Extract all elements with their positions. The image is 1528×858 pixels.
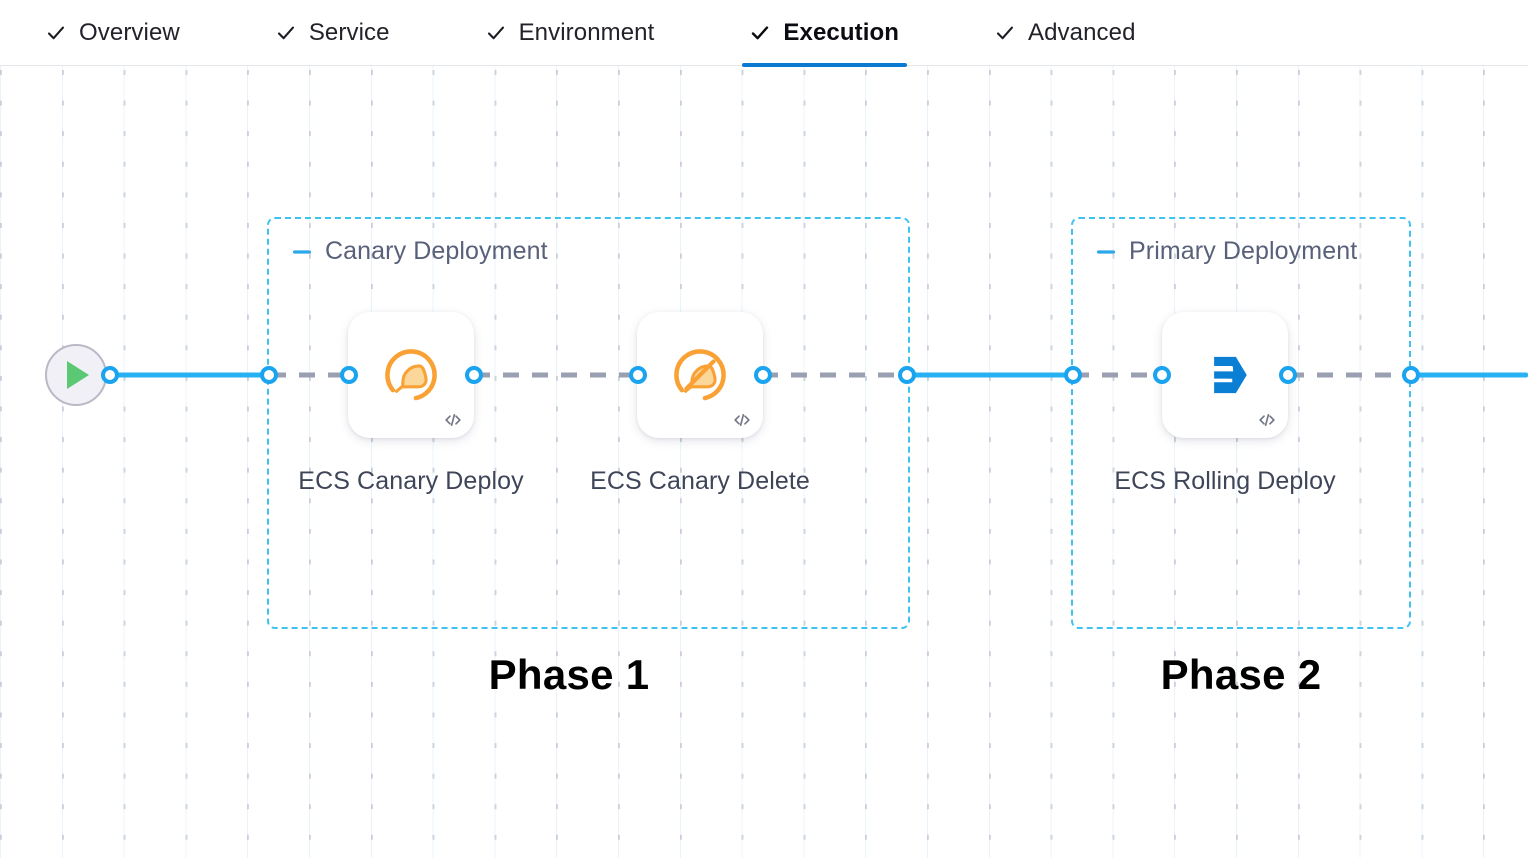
tab-overview[interactable]: Overview	[38, 0, 188, 66]
code-icon[interactable]	[1257, 410, 1277, 430]
pipeline-canvas[interactable]: Canary Deployment ECS Canary Deploy EC	[0, 66, 1528, 858]
ecs-rolling-hexagon-icon	[1214, 356, 1247, 394]
node3-output-port[interactable]	[1279, 366, 1297, 384]
code-icon[interactable]	[443, 410, 463, 430]
node-ecs-rolling-deploy[interactable]	[1162, 312, 1288, 438]
minus-icon[interactable]	[291, 241, 313, 263]
group2-input-port[interactable]	[1064, 366, 1082, 384]
node1-output-port[interactable]	[465, 366, 483, 384]
connector-group2-to-end	[1411, 372, 1528, 378]
check-icon	[277, 26, 294, 39]
tab-environment[interactable]: Environment	[478, 0, 663, 66]
tab-label: Environment	[518, 18, 655, 46]
node-ecs-canary-deploy[interactable]	[348, 312, 474, 438]
group1-input-port[interactable]	[260, 366, 278, 384]
group-title: Canary Deployment	[325, 237, 548, 265]
tab-label: Execution	[783, 18, 899, 46]
connector-group1-entry	[270, 372, 350, 378]
tab-advanced[interactable]: Advanced	[987, 0, 1144, 66]
connector-group2-entry	[1073, 372, 1163, 378]
group-header: Canary Deployment	[291, 237, 548, 266]
stage-group-canary-deployment[interactable]: Canary Deployment	[267, 217, 910, 629]
tab-service[interactable]: Service	[268, 0, 398, 66]
node-ecs-canary-delete[interactable]	[637, 312, 763, 438]
connector-start-to-group1	[110, 372, 270, 378]
connector-group2-exit	[1288, 372, 1412, 378]
tab-label: Overview	[79, 18, 180, 46]
check-icon	[47, 26, 65, 39]
connector-group1-exit	[762, 372, 908, 378]
check-icon	[996, 26, 1014, 39]
phase-annotation-1: Phase 1	[488, 651, 650, 698]
canary-bird-icon	[385, 349, 437, 401]
wizard-tab-bar: Overview Service Environment Execution A…	[0, 0, 1528, 67]
node2-output-port[interactable]	[754, 366, 772, 384]
connector-group1-to-group2	[908, 372, 1074, 378]
tab-execution[interactable]: Execution	[742, 0, 907, 67]
tab-label: Advanced	[1028, 18, 1136, 46]
play-icon	[66, 361, 89, 389]
group-title: Primary Deployment	[1129, 237, 1358, 265]
node1-input-port[interactable]	[340, 366, 358, 384]
connector-node1-to-node2	[474, 372, 640, 378]
phase-annotation-2: Phase 2	[1160, 651, 1322, 698]
group-header: Primary Deployment	[1095, 237, 1357, 266]
pipeline-start-node[interactable]	[45, 344, 107, 406]
stage-group-primary-deployment[interactable]: Primary Deployment	[1071, 217, 1411, 629]
group2-output-port[interactable]	[1402, 366, 1420, 384]
tab-label: Service	[308, 18, 390, 46]
check-icon	[752, 25, 769, 39]
node3-input-port[interactable]	[1153, 366, 1171, 384]
check-icon	[487, 26, 504, 39]
node2-input-port[interactable]	[629, 366, 647, 384]
group1-output-port[interactable]	[898, 366, 916, 384]
start-output-port[interactable]	[101, 366, 119, 384]
minus-icon[interactable]	[1095, 241, 1117, 263]
code-icon[interactable]	[732, 410, 752, 430]
canary-bird-slash-icon	[674, 349, 726, 401]
